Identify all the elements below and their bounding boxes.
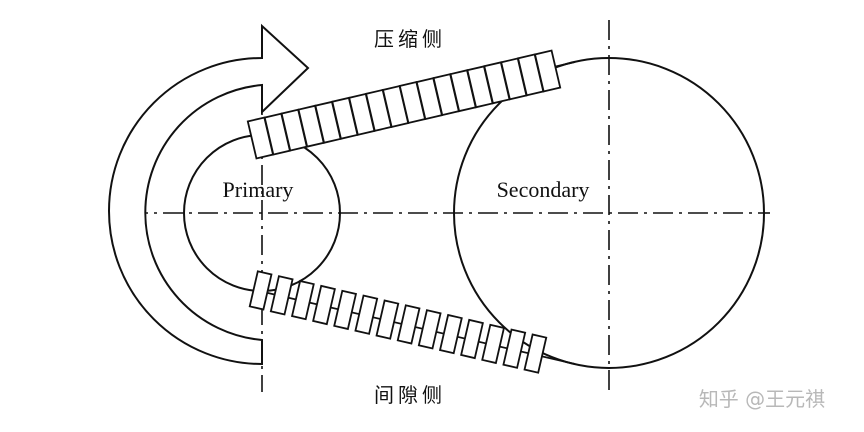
rotation-arrow xyxy=(108,23,310,366)
watermark: 知乎 @王元祺 xyxy=(699,387,825,411)
gap-block-8 xyxy=(396,304,421,345)
secondary-pulley xyxy=(453,57,765,369)
gap-block-12 xyxy=(481,323,506,365)
gap-block-1 xyxy=(248,270,273,311)
compression-side-blocks xyxy=(246,49,562,160)
gap-block-7 xyxy=(375,299,400,340)
gap-side-blocks xyxy=(248,270,548,374)
compression-block-18 xyxy=(533,49,562,93)
gap-block-13 xyxy=(502,328,527,369)
gap-block-3 xyxy=(290,279,315,321)
gap-block-9 xyxy=(417,309,442,350)
secondary-label: Secondary xyxy=(497,177,590,202)
gap-block-6 xyxy=(354,294,379,335)
gap-side-label: 间隙侧 xyxy=(374,383,446,407)
gap-block-11 xyxy=(460,318,484,360)
gap-block-10 xyxy=(438,313,463,355)
compression-side-label: 压缩侧 xyxy=(374,27,446,51)
gap-block-14 xyxy=(523,333,548,374)
gap-block-4 xyxy=(312,284,336,326)
primary-label: Primary xyxy=(223,177,294,202)
gap-block-5 xyxy=(333,289,358,331)
gap-block-2 xyxy=(269,275,294,316)
